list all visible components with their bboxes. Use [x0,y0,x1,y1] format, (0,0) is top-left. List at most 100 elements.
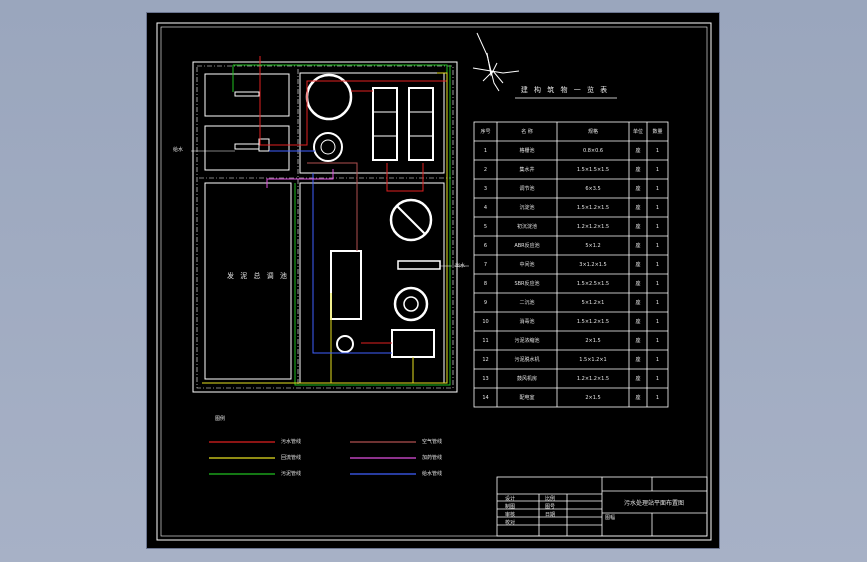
inner-frame [160,26,708,537]
table-cell: 污泥脱水机 [514,356,540,363]
table-header-cell: 数量 [652,128,663,135]
table-cell: 2 [483,166,488,173]
table-cell: 1.5×1.2×1 [579,356,607,363]
table-cell: 污泥浓缩池 [514,337,540,344]
table-cell: 9 [483,299,488,306]
table-cell: 6×3.5 [585,185,601,192]
legend-title: 图例 [215,416,226,422]
table-cell: 座 [635,356,641,363]
dosing-unit [397,260,441,270]
secondary-clarifier-inner [403,296,419,312]
table-cell: 座 [635,394,641,401]
abr-tank-a [372,87,398,161]
table-cell: 座 [635,223,641,230]
table-cell: 1.5×1.2×1.5 [576,318,610,325]
table-cell: 1 [655,394,660,401]
site-boundary [192,61,458,393]
table-cell: 调节池 [519,185,535,192]
table-cell: 1 [655,223,660,230]
table-cell: 1 [655,166,660,173]
table-cell: 1.2×1.2×1.5 [576,375,610,382]
table-cell: 11 [482,337,489,344]
table-cell: 5×1.2 [585,242,601,249]
title-block-cell: 图幅 [605,515,616,521]
table-cell: SBR反应池 [514,280,540,287]
screen-chamber [204,73,290,117]
title-block-cell: 审核 [505,512,516,518]
cad-drawing [156,22,712,541]
title-block-cell: 比例 [545,496,556,502]
abr-tank-b [408,87,434,161]
table-cell: 1.5×1.5×1.5 [576,166,610,173]
table-cell: 座 [635,185,641,192]
blue-pipe-1 [312,173,392,354]
outlet-note: 出水 [455,263,466,269]
legend-item-label: 污水管线 [281,439,302,445]
table-header-cell: 名 称 [521,128,533,135]
sludge-tank [204,182,292,380]
table-header-cell: 序号 [480,128,491,135]
red-pipe-3 [386,163,424,192]
table-cell: 1 [655,356,660,363]
table-cell: 8 [483,280,488,287]
table-cell: 沉淀池 [519,204,535,211]
table-cell: 10 [482,318,489,325]
sludge-tank-label: 发 泥 总 调 池 [227,272,289,280]
table-cell: 座 [635,375,641,382]
lift-pump-unit [234,143,260,150]
table-cell: 座 [635,166,641,173]
table-cell: 1 [655,204,660,211]
disinfection-tank [330,250,362,320]
magenta-pipe-1 [266,169,334,188]
table-cell: 1 [655,337,660,344]
table-cell: 1 [483,147,488,154]
legend-item-label: 加药管线 [422,455,443,461]
legend-lines [209,441,416,475]
drawing-title: 污水处理站平面布置图 [623,500,685,507]
table-cell: 座 [635,318,641,325]
table-cell: 1 [655,185,660,192]
treatment-area-top [299,72,445,174]
table-cell: 1 [655,261,660,268]
legend-item-label: 空气管线 [422,439,443,445]
site-boundary-dash [196,65,454,389]
sedimentation-tank-2-inner [320,139,336,155]
drawing-sheet: 发 泥 总 调 池 给水 出水 建 构 筑 物 一 览 表 序号名 称规格单位数… [146,12,720,549]
schedule-title: 建 构 筑 物 一 览 表 [520,86,610,94]
table-cell: 4 [483,204,488,211]
table-cell: 6 [483,242,488,249]
title-block-cell: 制图 [505,504,516,510]
north-arrow-icon [472,32,520,92]
table-cell: 1 [655,147,660,154]
green-pipe-1 [233,64,448,88]
table-cell: 集水井 [519,166,535,173]
table-cell: 1 [655,280,660,287]
sbr-tank [389,198,433,242]
table-cell: ABR反应池 [514,242,540,249]
table-cell: 格栅池 [519,147,535,154]
table-cell: 1 [655,299,660,306]
table-cell: 0.8×0.6 [582,147,604,154]
table-cell: 1.5×1.2×1.5 [576,204,610,211]
table-cell: 消毒池 [519,318,535,325]
secondary-clarifier [393,286,429,322]
table-cell: 2×1.5 [585,337,601,344]
legend-item-label: 回流管线 [281,455,302,461]
pipelines [191,56,469,386]
schedule-table-grid [473,121,669,408]
table-cell: 3 [483,185,488,192]
collection-well [204,125,290,171]
table-cell: 座 [635,261,641,268]
screen-unit [234,91,260,97]
table-cell: 鼓风机房 [516,375,538,382]
table-cell: 12 [482,356,489,363]
table-cell: 1 [655,318,660,325]
sedimentation-tank-1 [305,73,353,121]
table-cell: 1 [655,375,660,382]
outer-frame [156,22,712,541]
table-cell: 1.2×1.2×1.5 [576,223,610,230]
legend-item-label: 给水管线 [422,471,443,477]
magenta-pipe-2 [307,162,358,251]
table-cell: 3×1.2×1.5 [579,261,607,268]
title-block-cell: 图号 [545,504,556,510]
